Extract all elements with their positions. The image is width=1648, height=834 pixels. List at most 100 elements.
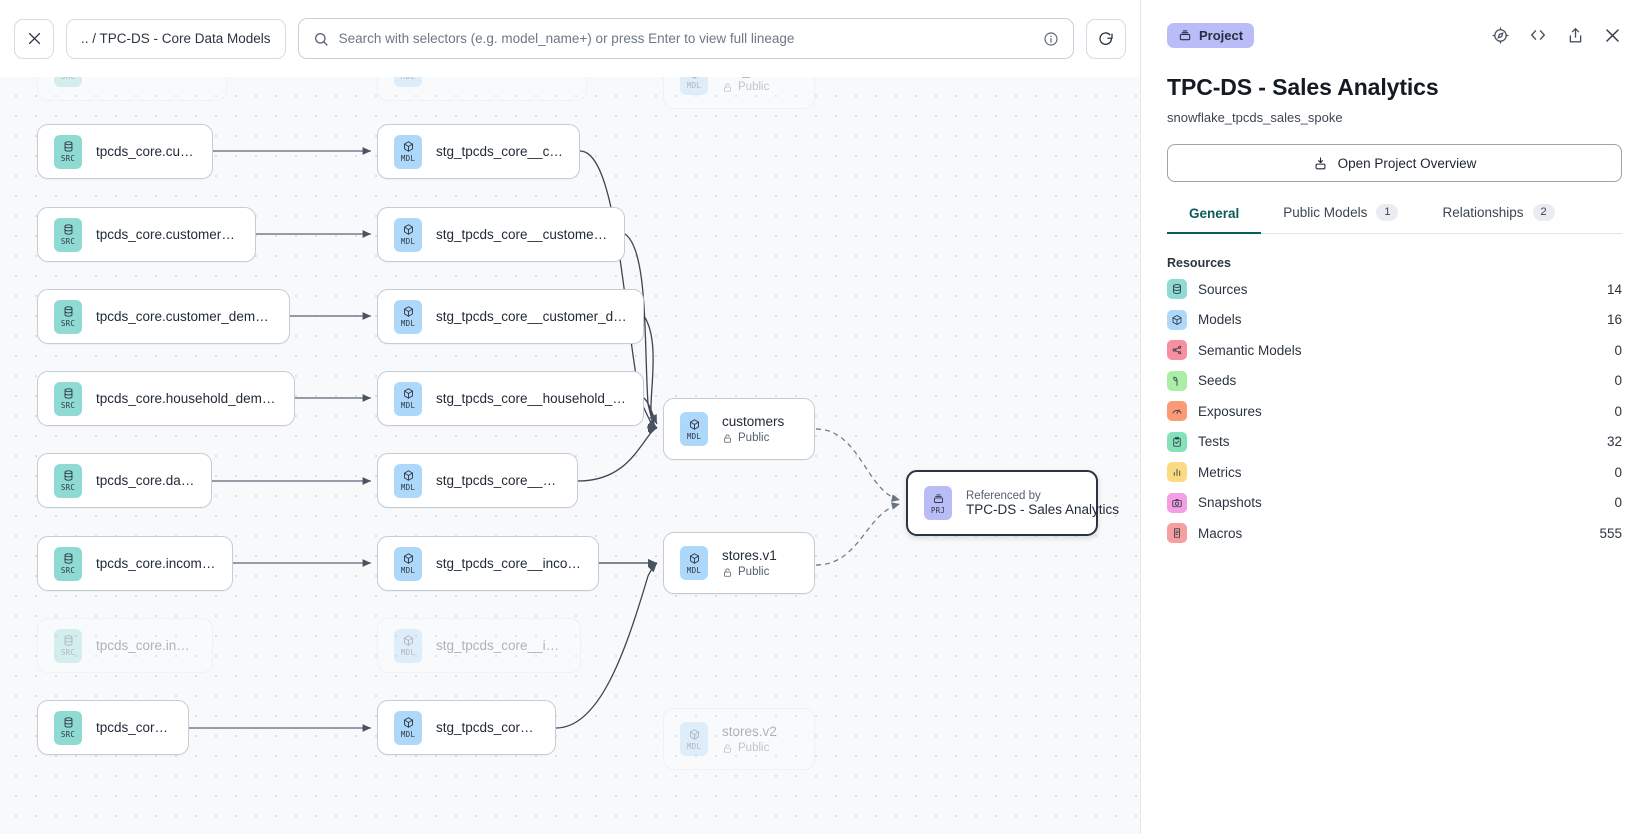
resources-section-label: Resources — [1167, 256, 1231, 270]
node-type-badge: MDL — [394, 217, 422, 252]
project-identifier: snowflake_tpcds_sales_spoke — [1167, 110, 1343, 125]
lineage-node-title: stg_tpcds_core__inventory — [436, 638, 564, 653]
lineage-node-layer: SRCtpcds_core.call_centerSRCtpcds_core.c… — [37, 38, 1119, 770]
tab-label: Relationships — [1442, 205, 1524, 220]
resource-count: 555 — [1599, 525, 1622, 541]
cube-icon — [688, 552, 701, 565]
explore-button[interactable] — [1491, 26, 1510, 45]
camera-icon — [1167, 492, 1187, 513]
share-icon — [1569, 27, 1582, 43]
lineage-node-title: stg_tpcds_core__income_band — [436, 556, 582, 571]
lineage-node-access: Public — [722, 742, 777, 754]
resource-name: Models — [1198, 312, 1242, 328]
lineage-node-title: tpcds_core.inventory — [96, 638, 196, 653]
lineage-node-title: tpcds_core.income_band — [96, 556, 216, 571]
lineage-node-title: tpcds_core.household_demographics — [96, 391, 278, 406]
resource-row-models[interactable]: Models 16 — [1167, 305, 1622, 336]
open-project-overview-button[interactable]: Open Project Overview — [1167, 144, 1622, 182]
project-icon — [932, 492, 945, 505]
lineage-node-mdl_cust_demo[interactable]: MDLstg_tpcds_core__customer_demogra… — [377, 289, 644, 344]
lineage-node-title: stg_tpcds_core__store — [436, 720, 539, 735]
lineage-node-access: Public — [722, 81, 794, 93]
resource-name: Tests — [1198, 434, 1230, 450]
database-icon — [62, 223, 75, 236]
lineage-node-mdl_hh_demo[interactable]: MDLstg_tpcds_core__household_demogr… — [377, 371, 644, 426]
panel-header: Project — [1167, 0, 1622, 56]
resource-name: Seeds — [1198, 373, 1237, 389]
lineage-node-title: stg_tpcds_core__customer_address — [436, 227, 608, 242]
cube-icon — [1167, 309, 1187, 330]
resource-count: 0 — [1614, 342, 1622, 358]
share-button[interactable] — [1566, 26, 1585, 45]
node-type-badge: MDL — [394, 381, 422, 416]
resource-name: Exposures — [1198, 403, 1262, 419]
resource-name: Semantic Models — [1198, 342, 1302, 358]
node-type-badge: MDL — [680, 412, 708, 446]
open-project-overview-label: Open Project Overview — [1337, 155, 1477, 171]
cube-icon — [688, 418, 701, 431]
resource-name: Sources — [1198, 281, 1248, 297]
search-icon — [314, 32, 328, 46]
lineage-toolbar: .. / TPC-DS - Core Data Models Search wi… — [0, 0, 1140, 77]
node-type-badge: MDL — [394, 628, 422, 663]
resource-count: 0 — [1614, 464, 1622, 480]
lineage-node-access: Public — [722, 432, 784, 444]
lineage-node-access: Public — [722, 566, 777, 578]
tab-general[interactable]: General — [1167, 206, 1262, 234]
node-type-badge: PRJ — [924, 486, 952, 520]
resource-count: 16 — [1606, 312, 1622, 328]
page-title: TPC-DS - Sales Analytics — [1167, 74, 1439, 100]
database-icon — [62, 387, 75, 400]
graph-icon — [1167, 340, 1187, 361]
node-type-badge: SRC — [54, 217, 82, 252]
refresh-button[interactable] — [1086, 18, 1126, 59]
breadcrumb[interactable]: .. / TPC-DS - Core Data Models — [66, 18, 286, 59]
lineage-node-title: tpcds_core.customer_demographics — [96, 309, 273, 324]
cube-icon — [402, 552, 415, 565]
tab-label: Public Models — [1283, 205, 1368, 220]
lineage-node-title: stg_tpcds_core__customer — [436, 144, 563, 159]
lineage-node-mdl_inventory[interactable]: MDL stg_tpcds_core__inventory — [377, 618, 581, 673]
close-lineage-button[interactable] — [14, 18, 54, 59]
code-icon — [1531, 30, 1545, 40]
close-panel-button[interactable] — [1603, 26, 1622, 45]
cube-icon — [402, 716, 415, 729]
search-bar[interactable]: Search with selectors (e.g. model_name+)… — [297, 18, 1074, 59]
database-icon — [62, 552, 75, 565]
node-type-badge: MDL — [680, 722, 708, 756]
search-input[interactable]: Search with selectors (e.g. model_name+)… — [338, 31, 795, 46]
lineage-node-title: stg_tpcds_core__date_dim — [436, 473, 561, 488]
lineage-canvas[interactable]: SRCtpcds_core.call_centerSRCtpcds_core.c… — [0, 0, 1140, 834]
view-code-button[interactable] — [1528, 25, 1548, 45]
resource-row-semantic-models[interactable]: Semantic Models 0 — [1167, 335, 1622, 366]
lineage-node-mdl_cust_addr[interactable]: MDL stg_tpcds_core__customer_address — [377, 207, 625, 262]
info-icon[interactable] — [1043, 31, 1059, 47]
